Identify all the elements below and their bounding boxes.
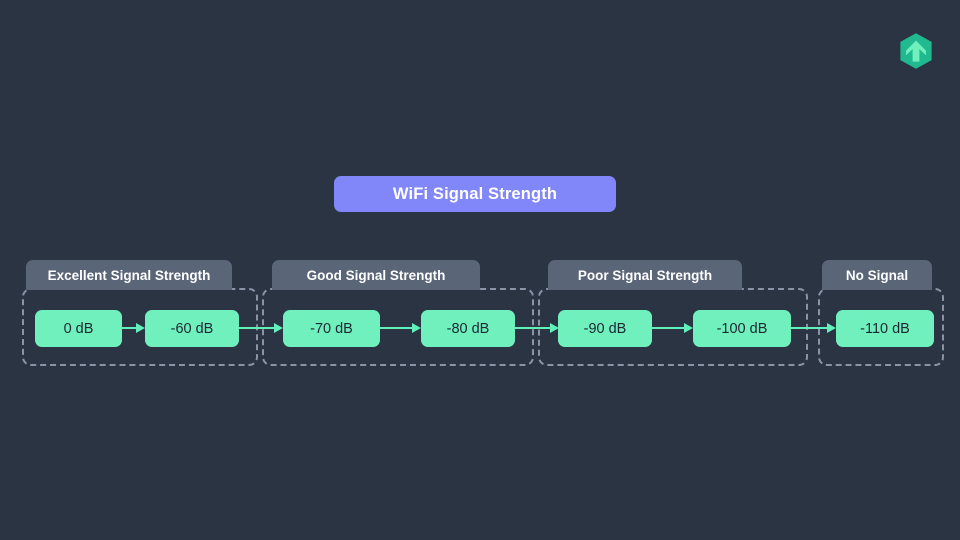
group-no-signal: No Signal [818,260,944,366]
page-title: WiFi Signal Strength [334,176,616,212]
group-label: Poor Signal Strength [577,267,713,283]
group-excellent-signal-strength: Excellent Signal Strength [22,260,258,366]
group-no-signal-tab: No Signal [822,260,932,290]
up-arrow-shape [906,40,926,62]
node-minus-90-db[interactable]: -90 dB [558,310,652,347]
hexagon-up-arrow-logo [900,33,932,69]
edge-minus-80-db-to-minus-90-db [515,323,559,333]
group-label: Excellent Signal Strength [47,267,211,283]
node-label: 0 dB [63,320,94,337]
group-poor-signal-strength-tab: Poor Signal Strength [548,260,742,290]
node-minus-80-db[interactable]: -80 dB [421,310,515,347]
node-label: -100 dB [716,320,768,337]
page-title-label: WiFi Signal Strength [392,184,558,203]
node-0-db[interactable]: 0 dB [35,310,122,347]
group-label: No Signal [845,267,909,283]
edge-minus-90-db-to-minus-100-db [652,323,693,333]
group-poor-signal-strength: Poor Signal Strength [538,260,808,366]
group-excellent-signal-strength-tab: Excellent Signal Strength [26,260,232,290]
edge-minus-60-db-to-minus-70-db [239,323,283,333]
node-label: -60 dB [170,320,214,337]
node-label: -80 dB [446,320,490,337]
edge-minus-70-db-to-minus-80-db [380,323,421,333]
node-minus-110-db[interactable]: -110 dB [836,310,934,347]
node-label: -110 dB [860,320,910,337]
edge-minus-100-db-to-minus-110-db [791,323,836,333]
group-label: Good Signal Strength [306,267,446,283]
edge-0-db-to-minus-60-db [122,323,145,333]
node-minus-70-db[interactable]: -70 dB [283,310,380,347]
node-minus-60-db[interactable]: -60 dB [145,310,239,347]
node-minus-100-db[interactable]: -100 dB [693,310,791,347]
node-label: -70 dB [310,320,353,337]
group-good-signal-strength-tab: Good Signal Strength [272,260,480,290]
node-label: -90 dB [583,320,627,337]
